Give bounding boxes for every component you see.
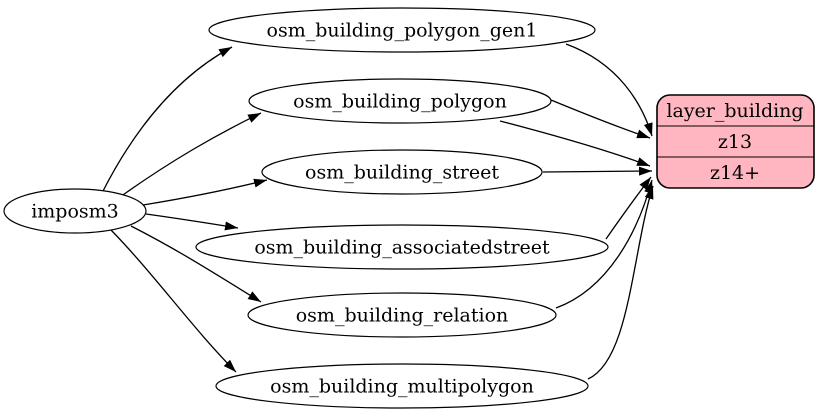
node-osm-building-polygon: osm_building_polygon [248,78,552,124]
node-osm-building-relation: osm_building_relation [247,292,557,338]
layer-building-row-z14: z14+ [710,162,760,184]
node-osm-building-street: osm_building_street [261,149,543,195]
edge-osm-building-polygon-gen1-to-z13 [565,43,653,137]
node-osm-building-relation-label: osm_building_relation [296,305,509,327]
edge-osm-building-street-to-z14 [542,166,653,176]
layer-building-row-z13: z13 [718,131,752,153]
node-osm-building-polygon-gen1-shape [208,7,596,53]
node-osm-building-multipolygon-shape [215,363,589,409]
node-osm-building-polygon-gen1: osm_building_polygon_gen1 [208,7,596,53]
node-osm-building-associatedstreet-shape [195,224,609,270]
node-osm-building-polygon-label: osm_building_polygon [293,91,507,113]
node-imposm3-shape [3,188,147,234]
edges-from-source [101,46,268,373]
edge-imposm3-to-osm-building-relation [130,225,262,303]
edge-imposm3-to-osm-building-polygon [119,112,262,198]
node-layer-building: layer_building z13 z14+ [656,94,815,189]
node-osm-building-relation-shape [247,292,557,338]
edge-imposm3-to-osm-building-street [142,178,268,206]
edge-osm-building-associatedstreet-to-z14 [605,176,652,240]
edge-imposm3-to-osm-building-associatedstreet [145,213,239,231]
node-osm-building-associatedstreet-label: osm_building_associatedstreet [254,237,550,259]
edge-osm-building-multipolygon-to-z14 [587,185,654,380]
layer-building-title: layer_building [666,100,803,122]
node-osm-building-multipolygon-label: osm_building_multipolygon [270,376,534,398]
node-osm-building-polygon-gen1-label: osm_building_polygon_gen1 [267,20,538,42]
node-osm-building-multipolygon: osm_building_multipolygon [215,363,589,409]
edge-osm-building-polygon-to-z14 [499,120,651,167]
edges-to-layer [499,43,654,380]
node-imposm3-label: imposm3 [31,201,119,223]
node-osm-building-associatedstreet: osm_building_associatedstreet [195,224,609,270]
layer-building-box [656,94,815,189]
node-imposm3: imposm3 [3,188,147,234]
node-osm-building-street-shape [261,149,543,195]
node-osm-building-street-label: osm_building_street [305,162,499,184]
edge-imposm3-to-osm-building-polygon-gen1 [101,46,233,194]
edge-imposm3-to-osm-building-multipolygon [110,229,237,373]
edge-osm-building-polygon-to-z13 [550,99,651,139]
node-osm-building-polygon-shape [248,78,552,124]
